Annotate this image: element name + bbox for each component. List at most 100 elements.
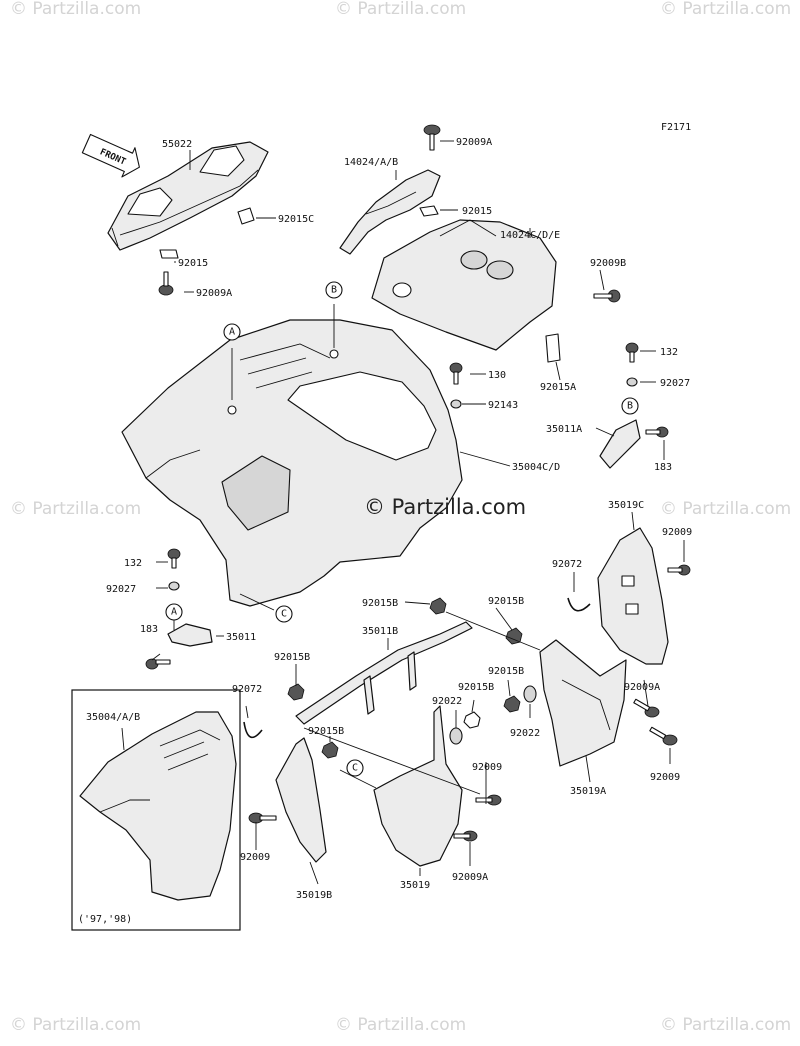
label-92072-left: 92072 [232, 684, 262, 695]
label-92015B-1: 92015B [362, 598, 398, 609]
nut-92015B-1 [429, 597, 447, 615]
nut-92015B-3 [287, 683, 305, 701]
watermark-mid-left: © Partzilla.com [10, 499, 141, 519]
bolt-92009-mid-icon [475, 794, 502, 806]
label-35004AB: 35004/A/B [86, 712, 140, 723]
watermark-center: © Partzilla.com [364, 495, 526, 519]
label-92015-mid: 92015 [462, 206, 492, 217]
inset-box: ('97,'98) [71, 689, 241, 931]
band-92072-right [567, 597, 591, 612]
callout-C-stay: C [346, 759, 364, 777]
watermark-top-left: © Partzilla.com [10, 0, 141, 19]
bolt-132-right-icon [625, 342, 639, 363]
label-92027-left: 92027 [106, 584, 136, 595]
bolt-132-left-icon [167, 548, 181, 569]
top-cover-14024AB [339, 169, 441, 255]
band-92072-left [243, 721, 263, 739]
label-132-left: 132 [124, 558, 142, 569]
label-92027-right: 92027 [660, 378, 690, 389]
label-92009-left: 92009 [240, 852, 270, 863]
label-183-right: 183 [654, 462, 672, 473]
label-92015B-3: 92015B [274, 652, 310, 663]
callout-C-fender: C [275, 605, 293, 623]
label-35019: 35019 [400, 880, 430, 891]
watermark-bottom-left: © Partzilla.com [10, 1015, 141, 1035]
mud-flap-35019B [275, 737, 327, 863]
washer-92027-left [168, 581, 180, 591]
bolt-92009A-mid-icon [423, 124, 441, 151]
label-130: 130 [488, 370, 506, 381]
bolt-92009-right2-icon [649, 726, 678, 746]
svg-text:C: C [352, 763, 358, 774]
clip-92015-top [159, 249, 179, 259]
label-35011A: 35011A [546, 424, 582, 435]
label-92009-mid: 92009 [472, 762, 502, 773]
label-92009-right1: 92009 [662, 527, 692, 538]
label-35011: 35011 [226, 632, 256, 643]
label-92072-right: 92072 [552, 559, 582, 570]
bolt-92009-left-icon [248, 812, 277, 824]
label-92009B: 92009B [590, 258, 626, 269]
label-35019C: 35019C [608, 500, 644, 511]
watermark-mid-right: © Partzilla.com [660, 499, 791, 519]
rear-fender-main [121, 319, 463, 607]
callout-A-top: A [223, 323, 241, 341]
bolt-183-right-icon [645, 426, 669, 438]
washer-92022-1 [449, 727, 463, 745]
grommet-92143 [450, 399, 462, 409]
svg-text:B: B [627, 401, 633, 412]
mud-flap-35019 [373, 705, 463, 867]
label-92015-top: 92015 [178, 258, 208, 269]
stay-35011B [295, 621, 473, 725]
bracket-92015A [545, 333, 561, 363]
callout-B-top: B [325, 281, 343, 299]
label-92009A-top: 92009A [196, 288, 232, 299]
label-55022: 55022 [162, 139, 192, 150]
clip-92015C [237, 207, 255, 225]
watermarks: © Partzilla.com © Partzilla.com © Partzi… [10, 0, 791, 1035]
svg-text:B: B [331, 285, 337, 296]
label-92015A: 92015A [540, 382, 576, 393]
watermark-bottom-right: © Partzilla.com [660, 1015, 791, 1035]
bolt-130-icon [449, 362, 463, 385]
label-14024AB: 14024/A/B [344, 157, 398, 168]
mud-flap-35019A [539, 639, 627, 767]
svg-text:A: A [171, 607, 177, 618]
label-92009A-bot: 92009A [452, 872, 488, 883]
label-92015B-4: 92015B [488, 666, 524, 677]
label-132-right: 132 [660, 347, 678, 358]
label-92015B-2: 92015B [488, 596, 524, 607]
label-92022-2: 92022 [510, 728, 540, 739]
label-35019A: 35019A [570, 786, 606, 797]
bracket-35011 [167, 623, 213, 647]
callout-A-left: A [165, 603, 183, 621]
leader-lines [151, 140, 685, 885]
label-92015B-5: 92015B [458, 682, 494, 693]
bracket-35011A [599, 419, 641, 469]
bolt-92009-right1-icon [667, 564, 691, 576]
watermark-top-center: © Partzilla.com [335, 0, 466, 19]
bolt-92009A-top-icon [158, 271, 174, 296]
washer-92022-2 [523, 685, 537, 703]
label-35019B: 35019B [296, 890, 332, 901]
label-183-left: 183 [140, 624, 158, 635]
watermark-top-right: © Partzilla.com [660, 0, 791, 19]
label-92015B-6: 92015B [308, 726, 344, 737]
nut-92015B-4 [503, 695, 521, 713]
bolt-92009B-icon [593, 289, 621, 303]
label-92009-right2: 92009 [650, 772, 680, 783]
label-92022-1: 92022 [432, 696, 462, 707]
label-92143: 92143 [488, 400, 518, 411]
front-arrow-icon: FRONT [81, 133, 140, 178]
label-14024CDE: 14024C/D/E [500, 230, 560, 241]
part-labels: 55022 92015C 92015 92009A 92009A 14024/A… [86, 137, 692, 901]
washer-92027-right [626, 377, 638, 387]
inset-years-label: ('97,'98) [78, 914, 132, 925]
bolt-92009A-bot-icon [453, 830, 478, 842]
nut-92015B-5 [463, 711, 481, 729]
label-92009A-mid: 92009A [456, 137, 492, 148]
svg-text:C: C [281, 609, 287, 620]
bolt-92009A-right-icon [633, 698, 660, 718]
